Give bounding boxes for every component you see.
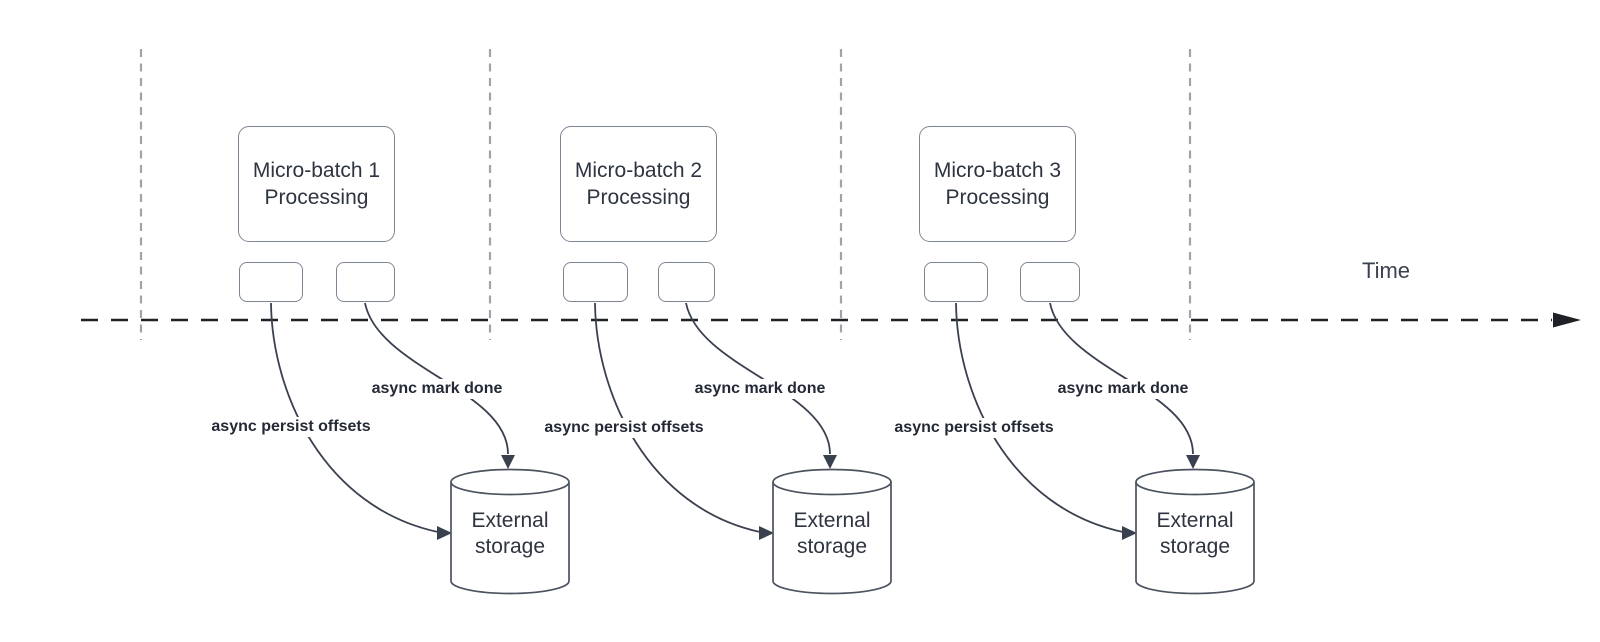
mark-done-label: async mark done	[1054, 379, 1192, 399]
task-box-persist	[924, 262, 988, 302]
persist-offsets-arrow	[270, 302, 439, 533]
persist-offsets-arrow	[594, 302, 761, 533]
micro-batch-box: Micro-batch 2 Processing	[560, 126, 717, 242]
storage-label: External storage	[793, 509, 871, 558]
mark-done-arrow	[1049, 302, 1194, 455]
task-box-persist	[239, 262, 303, 302]
mark-done-arrow	[685, 302, 831, 455]
persist-offsets-label: async persist offsets	[891, 418, 1057, 438]
storage-label: External storage	[1156, 509, 1234, 558]
external-storage-cylinder	[1135, 468, 1255, 595]
micro-batch-title: Micro-batch 2 Processing	[574, 159, 703, 209]
micro-batch-title: Micro-batch 3 Processing	[933, 159, 1062, 209]
micro-batch-title: Micro-batch 1 Processing	[252, 159, 381, 209]
mark-done-label: async mark done	[368, 379, 506, 399]
persist-arrowhead-icon	[1122, 526, 1137, 540]
done-arrowhead-icon	[501, 455, 515, 469]
persist-offsets-label: async persist offsets	[541, 418, 707, 438]
task-box-done	[336, 262, 395, 302]
micro-batch-box: Micro-batch 1 Processing	[238, 126, 395, 242]
micro-batch-box: Micro-batch 3 Processing	[919, 126, 1076, 242]
external-storage-cylinder	[772, 468, 892, 595]
persist-arrowhead-icon	[437, 526, 452, 540]
mark-done-arrow	[364, 302, 509, 455]
mark-done-label: async mark done	[691, 379, 829, 399]
done-arrowhead-icon	[1186, 455, 1200, 469]
persist-offsets-label: async persist offsets	[208, 417, 374, 437]
external-storage-cylinder	[450, 468, 570, 595]
persist-arrowhead-icon	[759, 526, 774, 540]
time-label: Time	[1361, 258, 1411, 283]
persist-offsets-arrow	[955, 302, 1124, 533]
time-axis-arrowhead-icon	[1553, 312, 1581, 328]
task-box-persist	[563, 262, 628, 302]
task-box-done	[658, 262, 715, 302]
storage-label: External storage	[471, 509, 549, 558]
task-box-done	[1020, 262, 1080, 302]
done-arrowhead-icon	[823, 455, 837, 469]
